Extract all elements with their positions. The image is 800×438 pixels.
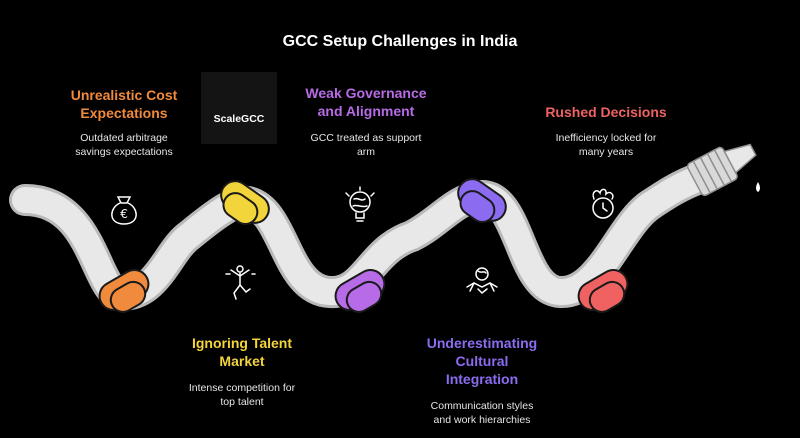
challenge-heading-talent: Ignoring Talent Market (191, 335, 293, 369)
logo: ScaleGCC (201, 72, 277, 144)
hose-nozzle (686, 143, 757, 197)
knot-red (577, 269, 629, 313)
money-bag-euro-icon: € (111, 196, 137, 225)
knot-yellow (220, 180, 270, 225)
svg-text:€: € (120, 207, 128, 221)
challenge-description-cost: Outdated arbitrage savings expectations (75, 132, 173, 158)
handshake-globe-icon (466, 267, 498, 295)
clock-fire-icon (592, 188, 614, 219)
challenge-description-governance: GCC treated as support arm (310, 132, 422, 158)
challenge-heading-cultural: Underestimating Cultural Integration (426, 335, 538, 387)
challenge-description-talent: Intense competition for top talent (188, 382, 296, 408)
challenge-heading-governance: Weak Governance and Alignment (305, 85, 427, 119)
knot-purple (334, 269, 386, 313)
knot-violet (457, 178, 507, 223)
challenge-description-cultural: Communication styles and work hierarchie… (430, 400, 534, 426)
logo-text: ScaleGCC (213, 113, 265, 125)
lightbulb-globe-icon (345, 186, 375, 222)
running-person-icon (225, 265, 256, 300)
knot-orange (98, 269, 150, 313)
water-drop (756, 182, 760, 192)
page-title: GCC Setup Challenges in India (282, 33, 518, 50)
challenge-heading-cost: Unrealistic Cost Expectations (70, 87, 178, 121)
challenge-description-rushed: Inefficiency locked for many years (555, 132, 657, 158)
challenge-heading-rushed: Rushed Decisions (545, 104, 667, 120)
